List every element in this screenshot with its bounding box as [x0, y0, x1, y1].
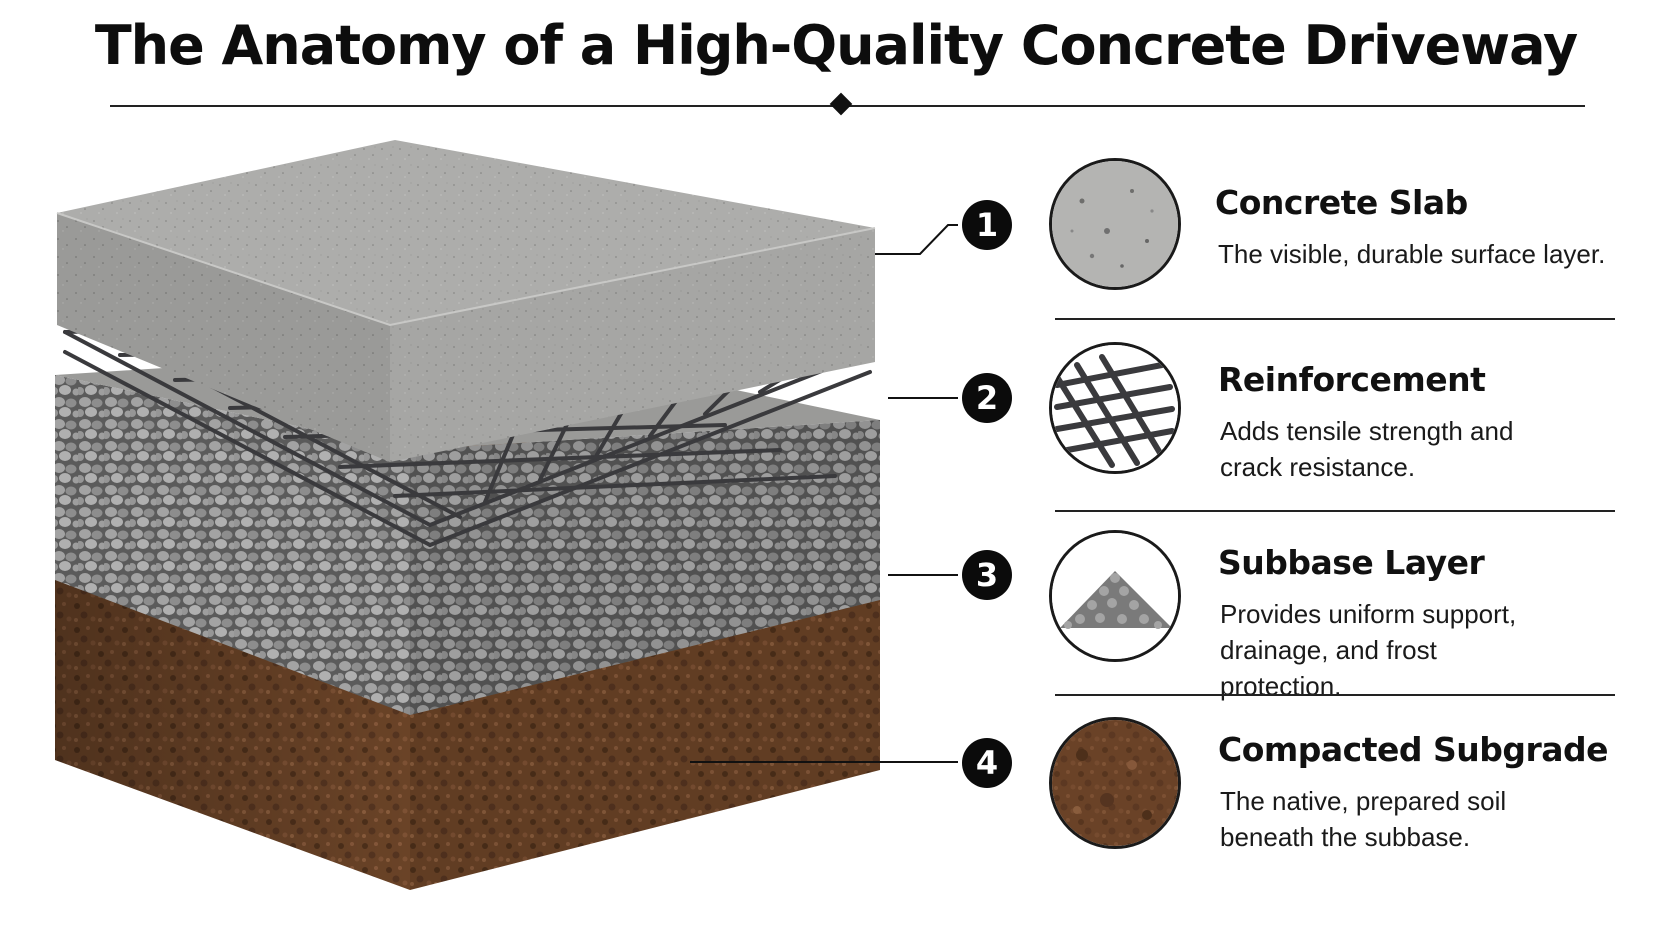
badge-1: 1 — [962, 200, 1012, 250]
layer-3-description: Provides uniform support, drainage, and … — [1220, 599, 1517, 701]
separator-2 — [1055, 510, 1615, 512]
leader-lines — [690, 224, 958, 763]
layer-1-description: The visible, durable surface layer. — [1218, 239, 1606, 269]
subbase-layer — [55, 345, 880, 715]
layer-2-description: Adds tensile strength and crack resistan… — [1220, 416, 1514, 482]
separator-3 — [1055, 694, 1615, 696]
gravel-pile-icon — [1049, 530, 1181, 662]
concrete-slab-icon — [1049, 158, 1181, 290]
layer-3-title: Subbase Layer — [1218, 543, 1485, 582]
badge-3: 3 — [962, 550, 1012, 600]
rebar-mesh-icon — [1049, 342, 1181, 474]
layer-4-description: The native, prepared soil beneath the su… — [1220, 786, 1507, 852]
badge-4: 4 — [962, 738, 1012, 788]
layer-1-title: Concrete Slab — [1215, 183, 1468, 222]
separator-1 — [1055, 318, 1615, 320]
concrete-slab-layer — [56, 140, 876, 462]
page-title: The Anatomy of a High-Quality Concrete D… — [94, 14, 1578, 77]
badge-2: 2 — [962, 373, 1012, 423]
soil-icon — [1049, 717, 1181, 849]
layer-2-title: Reinforcement — [1218, 360, 1486, 399]
layer-4-title: Compacted Subgrade — [1218, 730, 1609, 769]
